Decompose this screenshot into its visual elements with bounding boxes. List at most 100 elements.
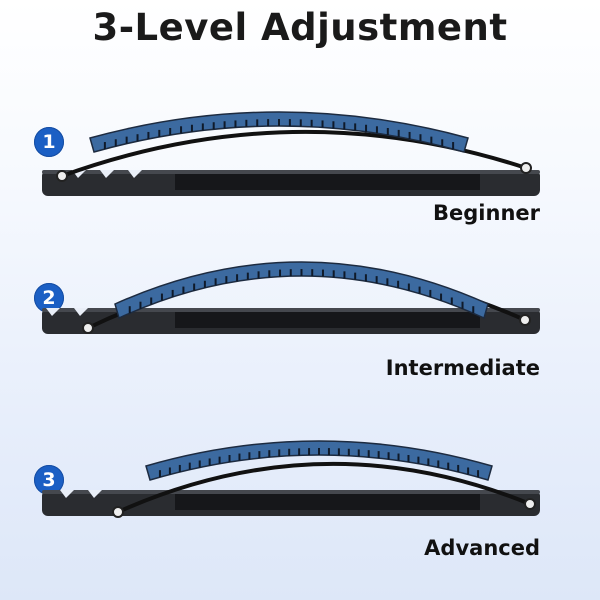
adjust-notch xyxy=(128,170,142,178)
level-1-stretcher-image xyxy=(42,111,540,196)
pad-tooth xyxy=(246,272,249,280)
pad-tooth xyxy=(429,289,432,297)
pad-tooth xyxy=(234,120,237,128)
adjust-notch xyxy=(46,308,60,316)
pad-tooth xyxy=(289,269,292,277)
pad-tooth xyxy=(310,119,313,127)
page-title: 3-Level Adjustment xyxy=(92,6,508,49)
pad-tooth xyxy=(354,123,357,131)
level-3-label: Advanced xyxy=(424,536,540,560)
pad-tooth xyxy=(160,293,163,301)
pad-tooth xyxy=(337,448,340,456)
pad-tooth xyxy=(354,272,357,280)
level-2-stretcher-image xyxy=(42,261,540,334)
blue-pad xyxy=(114,261,489,320)
pad-tooth xyxy=(437,460,440,468)
pad-tooth xyxy=(180,126,183,134)
pad-tooth xyxy=(397,280,400,288)
pad-tooth xyxy=(114,139,117,147)
pad-tooth xyxy=(397,129,400,137)
pad-tooth xyxy=(128,306,131,314)
pad-tooth xyxy=(386,127,389,135)
pad-tooth xyxy=(278,449,281,457)
pad-tooth xyxy=(461,301,464,309)
pad-tooth xyxy=(171,289,174,297)
pad-tooth xyxy=(236,274,239,282)
pad-tooth xyxy=(397,453,400,461)
pad-tooth xyxy=(347,448,350,456)
base-groove xyxy=(175,174,480,190)
pad-tooth xyxy=(268,270,271,278)
pad-tooth xyxy=(212,122,215,130)
pad-tooth xyxy=(311,269,314,277)
pad-tooth xyxy=(407,283,410,291)
pad-tooth xyxy=(214,278,217,286)
pad-tooth xyxy=(318,448,320,455)
pad-tooth xyxy=(201,123,204,131)
level-1-label: Beginner xyxy=(433,201,540,225)
pad-tooth xyxy=(158,470,161,478)
pad-tooth xyxy=(417,456,420,464)
pad-tooth xyxy=(321,120,324,128)
blue-pad xyxy=(145,440,493,481)
pad-tooth xyxy=(387,452,390,460)
pad-tooth xyxy=(308,448,311,456)
pad-tooth xyxy=(193,283,196,291)
pad-tooth xyxy=(427,458,430,466)
pad-tooth xyxy=(267,119,270,127)
pad-tooth xyxy=(375,276,378,284)
pad-tooth xyxy=(258,451,261,459)
pad-tooth xyxy=(245,119,248,127)
wire-cap-right xyxy=(524,498,536,510)
pad-tooth xyxy=(158,129,161,137)
base-groove xyxy=(175,312,480,328)
pad-tooth xyxy=(288,448,291,456)
pad-tooth xyxy=(125,136,128,144)
adjust-notch xyxy=(88,490,102,498)
pad-tooth xyxy=(332,121,335,129)
pad-tooth xyxy=(367,450,370,458)
pad-tooth xyxy=(321,269,324,277)
pad-tooth xyxy=(225,276,228,284)
pad-tooth xyxy=(457,464,460,472)
pad-tooth xyxy=(343,122,346,130)
pad-tooth xyxy=(136,134,139,142)
pad-tooth xyxy=(150,297,153,305)
pad-tooth xyxy=(248,452,251,460)
level-2-label: Intermediate xyxy=(385,356,540,380)
adjust-notch xyxy=(60,490,74,498)
pad-tooth xyxy=(288,119,291,127)
pad-tooth xyxy=(203,280,206,288)
pad-tooth xyxy=(377,451,380,459)
wire-cap-right xyxy=(519,314,531,326)
pad-tooth xyxy=(298,448,301,456)
pad-tooth xyxy=(169,127,172,135)
wire-cap-left xyxy=(56,170,68,182)
pad-tooth xyxy=(365,124,368,132)
pad-tooth xyxy=(408,131,411,139)
pad-tooth xyxy=(450,297,453,305)
adjust-notch xyxy=(74,308,88,316)
pad-tooth xyxy=(452,142,455,150)
pad-tooth xyxy=(441,139,444,147)
level-3-stretcher-image xyxy=(42,440,540,518)
pad-tooth xyxy=(407,455,410,463)
base-groove xyxy=(175,494,480,510)
pad-tooth xyxy=(343,271,346,279)
pad-tooth xyxy=(208,458,211,466)
pad-tooth xyxy=(147,131,150,139)
wire-cap-right xyxy=(520,162,532,174)
base-highlight xyxy=(42,170,540,174)
pad-tooth xyxy=(327,448,330,456)
pad-tooth xyxy=(257,271,260,279)
pad-tooth xyxy=(364,274,367,282)
support-wire xyxy=(117,461,531,514)
pad-tooth xyxy=(168,467,171,475)
base-highlight xyxy=(42,308,540,312)
pad-tooth xyxy=(178,464,181,472)
pad-tooth xyxy=(477,470,480,478)
pad-tooth xyxy=(332,270,335,278)
pad-tooth xyxy=(218,456,221,464)
pad-tooth xyxy=(278,119,280,126)
base-highlight xyxy=(42,490,540,494)
